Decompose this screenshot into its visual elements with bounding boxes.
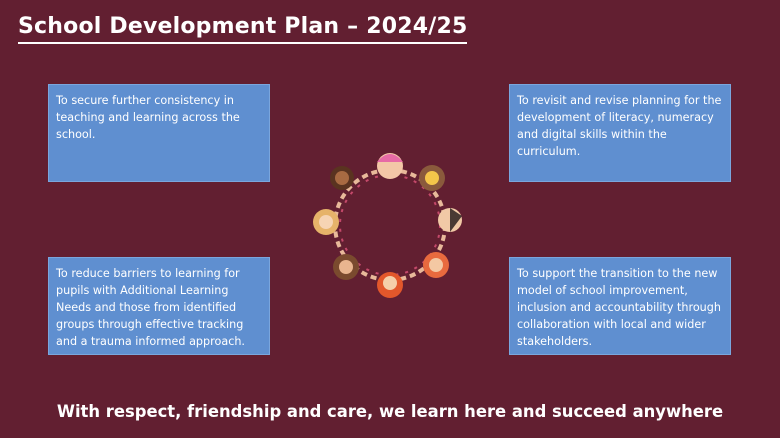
slide-title: School Development Plan – 2024/25	[18, 14, 468, 44]
objective-text: To reduce barriers to learning for pupil…	[56, 267, 245, 348]
objective-box-transition: To support the transition to the new mod…	[509, 257, 731, 355]
objective-box-consistency: To secure further consistency in teachin…	[48, 84, 270, 182]
school-motto: With respect, friendship and care, we le…	[56, 402, 724, 421]
child-head-6	[333, 254, 359, 280]
objective-text: To secure further consistency in teachin…	[56, 94, 240, 141]
objective-box-barriers: To reduce barriers to learning for pupil…	[48, 257, 270, 355]
objective-text: To support the transition to the new mod…	[517, 267, 721, 348]
child-head-7	[313, 209, 339, 235]
child-head-3	[438, 208, 462, 232]
child-head-1	[377, 153, 403, 179]
objective-box-literacy: To revisit and revise planning for the d…	[509, 84, 731, 182]
child-head-4	[423, 252, 449, 278]
child-head-2	[419, 165, 445, 191]
children-circle-illustration	[313, 153, 462, 298]
child-head-8	[330, 166, 354, 190]
child-head-5	[377, 272, 403, 298]
objective-text: To revisit and revise planning for the d…	[517, 94, 722, 158]
